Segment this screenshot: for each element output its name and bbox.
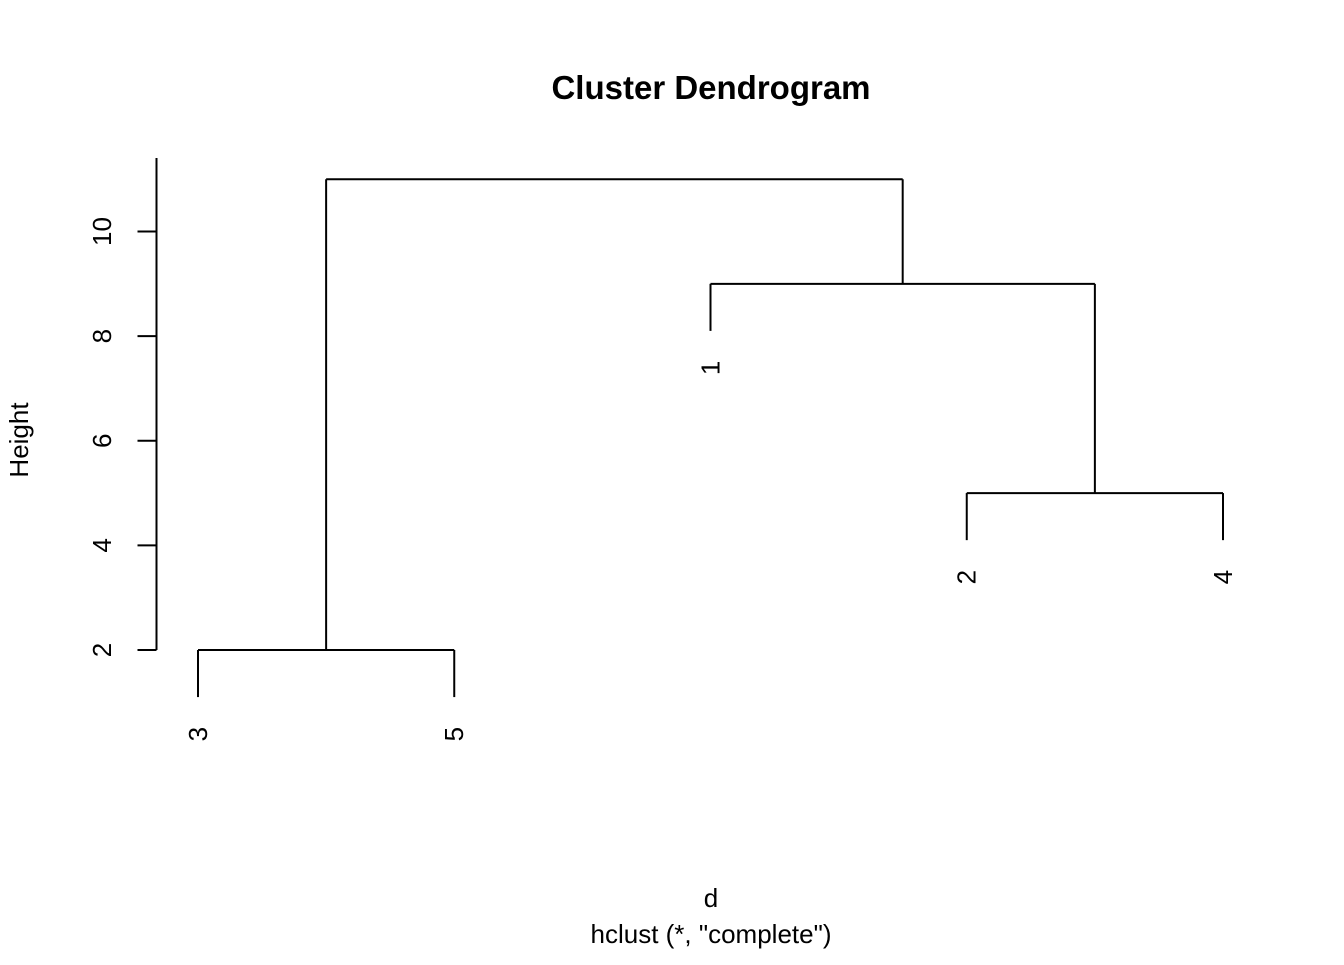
leaf-label-4: 4 — [1208, 570, 1238, 584]
y-axis-tick-label-6: 6 — [87, 434, 117, 448]
chart-title: Cluster Dendrogram — [551, 69, 870, 106]
y-axis-label: Height — [4, 402, 34, 478]
leaf-label-1: 1 — [696, 361, 726, 375]
leaf-label-3: 3 — [183, 727, 213, 741]
y-axis-tick-label-4: 4 — [87, 538, 117, 552]
y-axis: 2 4 6 8 10 — [87, 158, 158, 657]
x-axis-caption-line2: hclust (*, "complete") — [591, 919, 832, 949]
x-axis-caption-line1: d — [704, 883, 718, 913]
y-axis-tick-label-8: 8 — [87, 329, 117, 343]
dendrogram-tree: 3 5 1 2 4 — [183, 178, 1238, 741]
y-axis-tick-label-2: 2 — [87, 643, 117, 657]
leaf-label-5: 5 — [439, 727, 469, 741]
leaf-label-2: 2 — [952, 570, 982, 584]
y-axis-tick-label-10: 10 — [87, 217, 117, 246]
